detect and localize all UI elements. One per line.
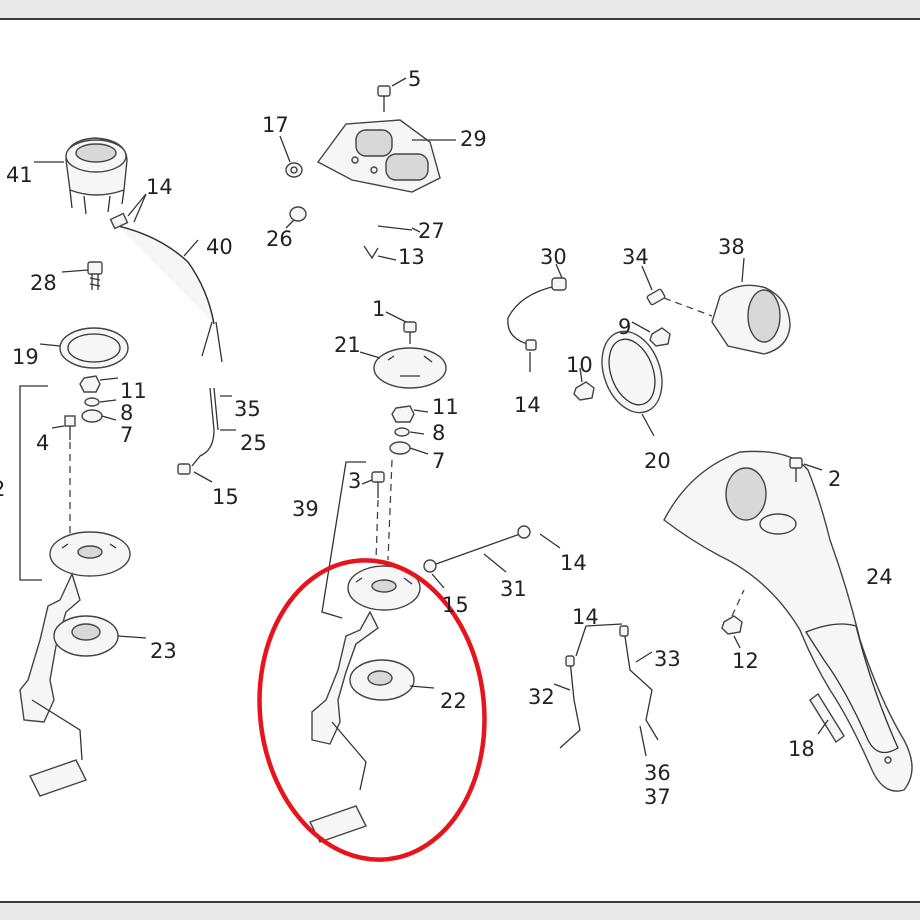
callout-26[interactable]: 26 [266, 227, 293, 251]
callout-15-a[interactable]: 15 [212, 485, 239, 509]
bolt-28 [87, 261, 103, 290]
pin-27 [377, 225, 413, 231]
highlight-ellipse [257, 558, 487, 862]
callout-11-b[interactable]: 11 [432, 395, 459, 419]
diagram-viewer: 5 17 29 41 14 27 26 13 40 30 34 38 28 1 … [0, 18, 920, 903]
callout-14-a[interactable]: 14 [146, 175, 173, 199]
center-float-arm [309, 610, 379, 843]
callout-12[interactable]: 12 [732, 649, 759, 673]
retaining-ring-19 [59, 327, 129, 369]
callouts: 5 17 29 41 14 27 26 13 40 30 34 38 28 1 … [0, 67, 893, 809]
callout-25[interactable]: 25 [240, 431, 267, 455]
bolt-5 [377, 85, 391, 112]
ring-20 [601, 330, 663, 414]
parts-diagram: 5 17 29 41 14 27 26 13 40 30 34 38 28 1 … [0, 67, 913, 862]
callout-5[interactable]: 5 [408, 67, 421, 91]
callout-13[interactable]: 13 [398, 245, 425, 269]
callout-28[interactable]: 28 [30, 271, 57, 295]
callout-39[interactable]: 39 [292, 497, 319, 521]
callout-34[interactable]: 34 [622, 245, 649, 269]
callout-4[interactable]: 4 [36, 431, 49, 455]
callout-7-a[interactable]: 7 [120, 423, 133, 447]
wire-30 [507, 277, 567, 351]
cowl-24 [663, 450, 913, 792]
left-sender-flange [49, 531, 131, 577]
trim-18 [809, 692, 845, 744]
callout-20[interactable]: 20 [644, 449, 671, 473]
callout-9[interactable]: 9 [618, 315, 631, 339]
screw-2-right [789, 457, 803, 482]
callout-2-left[interactable]: 2 [0, 477, 5, 501]
callout-8-a[interactable]: 8 [120, 401, 133, 425]
callout-30[interactable]: 30 [540, 245, 567, 269]
callout-14-b[interactable]: 14 [514, 393, 541, 417]
callout-7-b[interactable]: 7 [432, 449, 445, 473]
gasket-23 [53, 615, 119, 657]
callout-37[interactable]: 37 [644, 785, 671, 809]
bolt-1 [403, 321, 417, 344]
callout-10[interactable]: 10 [566, 353, 593, 377]
callout-40[interactable]: 40 [206, 235, 233, 259]
callout-31[interactable]: 31 [500, 577, 527, 601]
nut-10 [573, 381, 595, 401]
callout-14-c[interactable]: 14 [560, 551, 587, 575]
ground-cable-31 [423, 525, 531, 573]
callout-23[interactable]: 23 [150, 639, 177, 663]
bracket-29 [316, 119, 441, 193]
grommet-26 [289, 206, 307, 222]
callout-41[interactable]: 41 [6, 163, 33, 187]
wiring-harness [109, 212, 223, 363]
callout-15-b[interactable]: 15 [442, 593, 469, 617]
plate-21 [373, 347, 447, 389]
sensor-38 [711, 284, 791, 355]
fuel-gauge-assembly [65, 137, 128, 215]
callout-1[interactable]: 1 [372, 297, 385, 321]
callout-38[interactable]: 38 [718, 235, 745, 259]
center-sender-flange [347, 565, 421, 611]
left-float-arm [19, 572, 87, 797]
callout-18[interactable]: 18 [788, 737, 815, 761]
callout-29[interactable]: 29 [460, 127, 487, 151]
wire-pair [559, 623, 659, 749]
bolt-3 [371, 471, 385, 561]
callout-35[interactable]: 35 [234, 397, 261, 421]
nut-12 [721, 615, 743, 635]
callout-32[interactable]: 32 [528, 685, 555, 709]
callout-17[interactable]: 17 [262, 113, 289, 137]
callout-24[interactable]: 24 [866, 565, 893, 589]
callout-27[interactable]: 27 [418, 219, 445, 243]
wire-lead-25 [177, 387, 219, 475]
grommet-17 [285, 162, 303, 178]
callout-19[interactable]: 19 [12, 345, 39, 369]
callout-11-a[interactable]: 11 [120, 379, 147, 403]
callout-33[interactable]: 33 [654, 647, 681, 671]
callout-2-right[interactable]: 2 [828, 467, 841, 491]
center-fastener-stack [387, 405, 415, 561]
callout-8-b[interactable]: 8 [432, 421, 445, 445]
left-fastener-stack [64, 375, 103, 540]
callout-21[interactable]: 21 [334, 333, 361, 357]
callout-22[interactable]: 22 [440, 689, 467, 713]
nut-9 [649, 327, 671, 347]
callout-3[interactable]: 3 [348, 469, 361, 493]
clip-13 [363, 245, 379, 260]
callout-14-d[interactable]: 14 [572, 605, 599, 629]
callout-36[interactable]: 36 [644, 761, 671, 785]
gasket-22 [349, 659, 415, 701]
connector-34 [646, 288, 713, 317]
